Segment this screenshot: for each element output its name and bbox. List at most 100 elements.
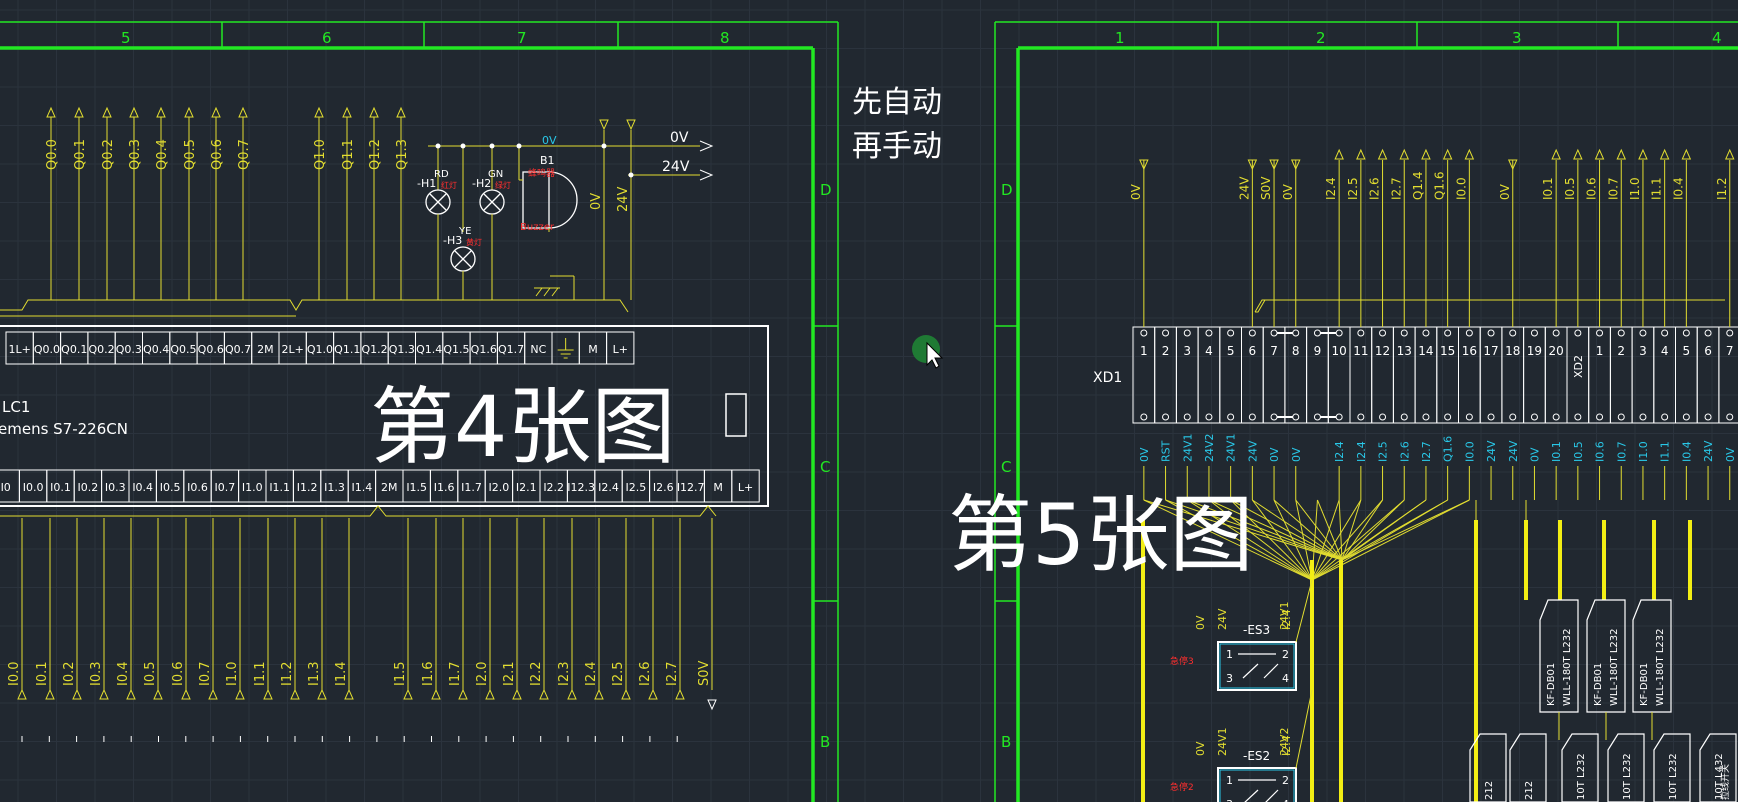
plc-terminal-label: Q1.3 [389,343,415,356]
terminal-block[interactable] [1262,326,1286,424]
estop-pin: 1 [1226,774,1233,787]
terminal-block[interactable] [1544,326,1568,424]
terminal-block[interactable] [1458,326,1481,424]
plc-terminal-label: I0.5 [160,481,181,494]
plc-terminal-label: Q1.5 [443,343,469,356]
terminal-block[interactable] [1501,326,1525,424]
strip-bottom-label: I2.7 [1420,441,1433,462]
input-wire-label: I1.4 [334,661,349,686]
terminal-block[interactable] [1241,326,1264,424]
terminal-block[interactable] [1349,326,1373,424]
plc-terminal-label: Q0.2 [88,343,114,356]
fan-wire [1295,499,1313,581]
terminal-screw-icon [1422,329,1430,337]
terminal-block[interactable] [1197,326,1221,424]
terminal-block[interactable] [1132,326,1156,424]
cable-block-lower[interactable] [1509,733,1547,802]
cable-block-lower[interactable] [1653,733,1691,802]
plc-terminal-label: I2.0 [489,481,510,494]
terminal-block[interactable] [1306,326,1329,424]
wire [1295,579,1313,643]
terminal-block[interactable] [1479,326,1503,424]
terminal-block[interactable] [1219,326,1243,424]
lamp-code: YE [458,226,471,237]
terminal-number: 8 [1292,344,1300,358]
strip-top-label: I0.6 [1585,177,1599,200]
terminal-number: 13 [1397,344,1412,358]
terminal-screw-icon [1639,329,1647,337]
plc-terminal-label: I0.4 [132,481,153,494]
terminal-block[interactable] [1696,326,1720,424]
cable-lower-label: 212 [1524,781,1535,800]
estop-switch[interactable] [1217,641,1297,691]
cable-block[interactable] [1539,599,1579,713]
terminal-block[interactable] [1653,326,1677,424]
terminal-screw-icon [1313,329,1321,337]
cable-block-lower[interactable] [1607,733,1645,802]
terminal-screw-icon [1227,329,1235,337]
arrow-up-icon [102,106,112,118]
cable-block[interactable] [1632,599,1672,713]
cable-block[interactable] [1586,599,1626,713]
cable-block-lower[interactable] [1699,733,1737,802]
terminal-screw-icon [1444,329,1452,337]
cable-block-lower[interactable] [1469,733,1507,802]
estop-switch[interactable] [1217,767,1297,802]
cable-line-1: KF-DB01 [1546,663,1557,706]
terminal-block[interactable] [1675,326,1698,424]
arrow-up-icon [45,688,55,700]
terminal-block[interactable] [1327,326,1351,424]
terminal-block[interactable] [1718,326,1738,424]
input-wire-label: I2.0 [475,661,490,686]
plc-terminal-label: Q0.4 [143,343,169,356]
plc-terminal-label: Q1.1 [334,343,360,356]
output-wire-label: Q1.1 [341,139,356,170]
arrow-down-icon [1139,159,1149,171]
input-wire-label: I0.0 [7,661,22,686]
terminal-block[interactable] [1436,326,1460,424]
plc-terminal-label: I0.1 [50,481,71,494]
fan-wire [1230,499,1313,581]
plc-terminal-label: Q0.3 [116,343,142,356]
arrow-down-icon [626,119,636,131]
plc-terminal-label: I2.4 [598,481,619,494]
terminal-block[interactable] [1175,326,1199,424]
terminal-block[interactable] [1523,326,1546,424]
terminal-screw-icon [1574,413,1582,421]
terminal-block[interactable] [1588,326,1611,424]
plc-tag: LC1 [2,398,30,416]
plc-terminal-label: I1.0 [242,481,263,494]
wire [1295,689,1313,769]
terminal-screw-icon [1422,413,1430,421]
fan-wire [1252,499,1343,561]
cable-block-lower[interactable] [1561,733,1599,802]
bus-0v-label: 0V [542,134,557,147]
terminal-block[interactable] [1414,326,1438,424]
arrow-up-icon [1356,148,1366,160]
terminal-screw-icon [1552,413,1560,421]
contact-icon [1238,779,1279,802]
arrow-up-icon [1594,148,1605,160]
input-wire-label: I1.0 [225,661,240,686]
terminal-block[interactable] [1371,326,1394,424]
terminal-screw-icon [1379,329,1387,337]
row-letter: C [820,458,830,476]
terminal-block[interactable] [1609,326,1633,424]
emergency-stop-switches[interactable]: -ES31234急停30V24V24V1I2.4-ES21234急停20V24V… [1170,579,1313,802]
fan-wire [1208,499,1343,561]
output-wire-label: Q0.6 [210,139,225,170]
plc-terminal[interactable] [731,469,760,503]
terminal-number: 5 [1683,344,1691,358]
plc-terminal[interactable] [606,331,635,365]
column-number: 3 [1512,29,1522,47]
